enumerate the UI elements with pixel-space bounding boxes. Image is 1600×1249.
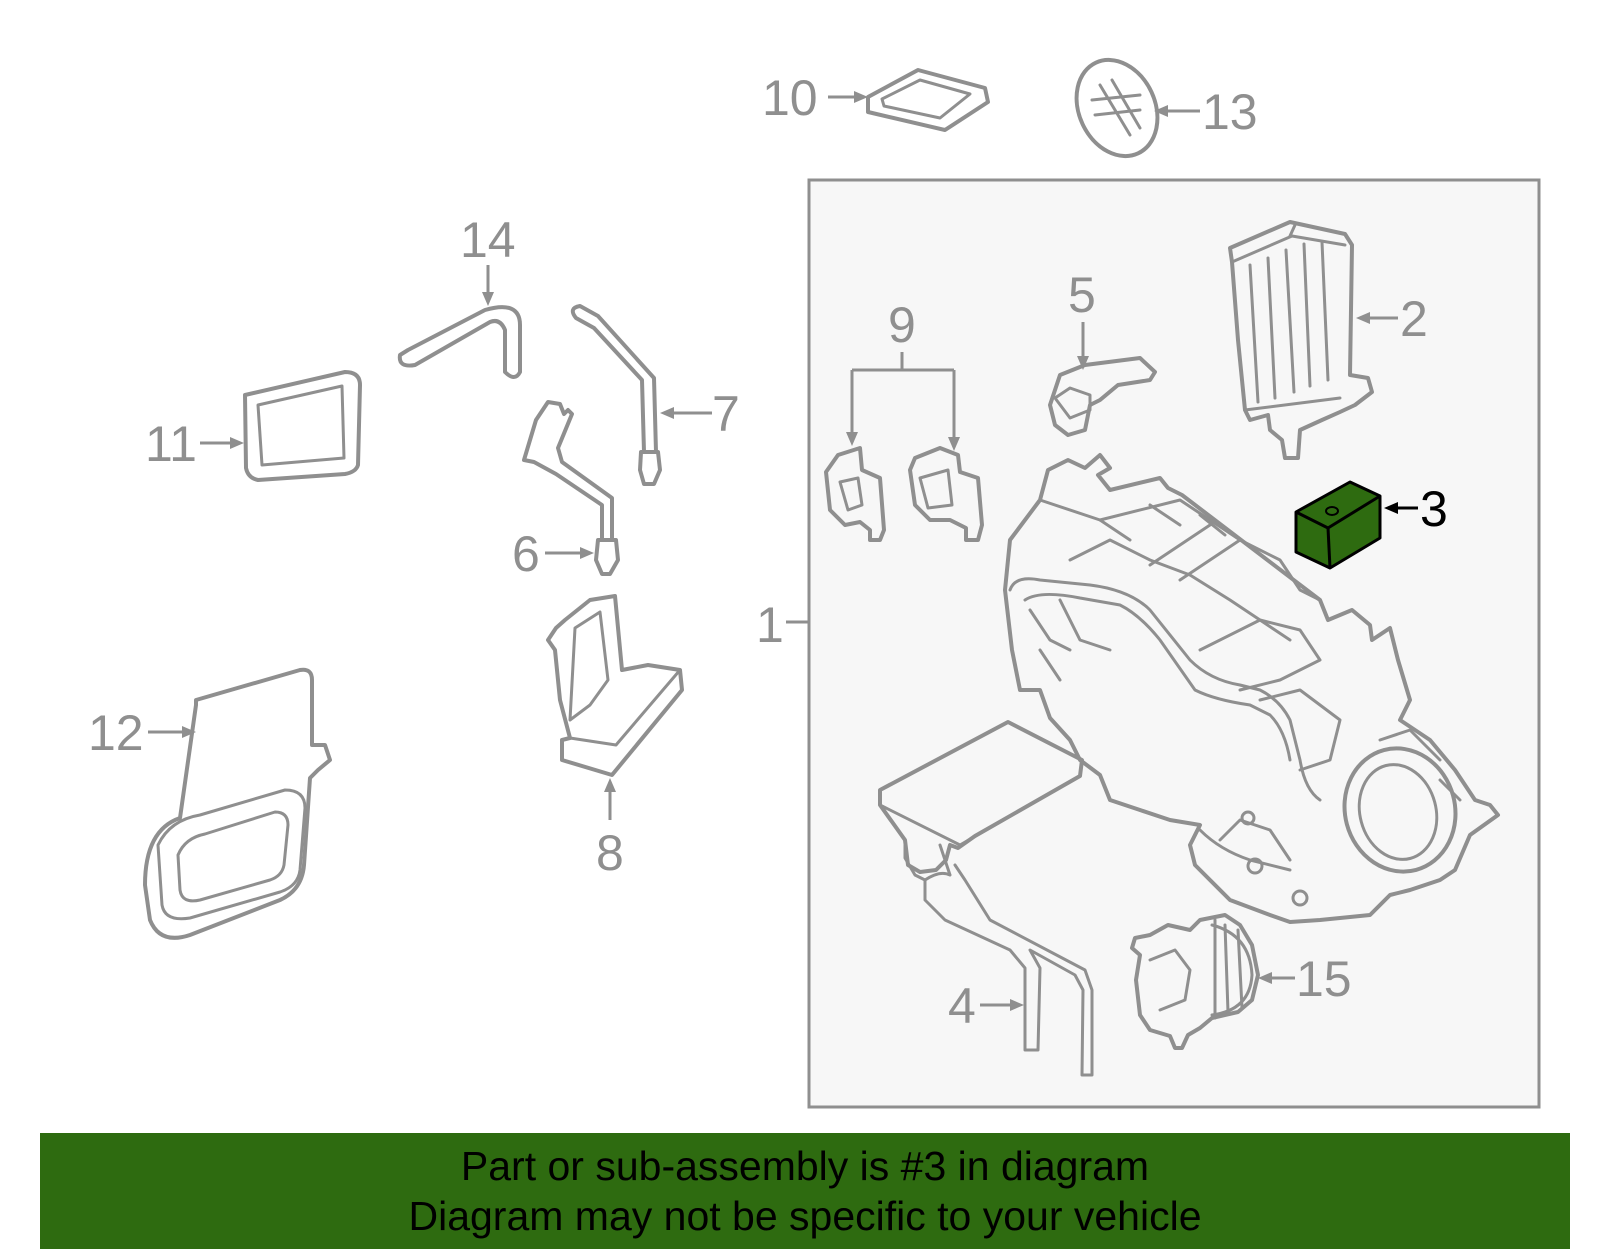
part-9-actuators[interactable] xyxy=(824,446,984,542)
callout-15: 15 xyxy=(1296,951,1352,1007)
part-14-hose[interactable] xyxy=(397,305,522,379)
assembly-box xyxy=(807,178,1541,1109)
part-4-heater-core[interactable] xyxy=(878,720,1094,1077)
info-banner: Part or sub-assembly is #3 in diagram Di… xyxy=(40,1133,1570,1249)
callout-1: 1 xyxy=(756,597,784,653)
part-7-tube[interactable] xyxy=(570,304,662,486)
callout-12: 12 xyxy=(88,705,144,761)
callout-6: 6 xyxy=(512,526,540,582)
callout-9: 9 xyxy=(888,297,916,353)
callout-2: 2 xyxy=(1400,291,1428,347)
part-8-duct[interactable] xyxy=(546,594,684,777)
banner-line-2: Diagram may not be specific to your vehi… xyxy=(408,1193,1202,1239)
part-15-blower[interactable] xyxy=(1130,913,1260,1050)
part-5-module[interactable] xyxy=(1048,356,1157,437)
banner-line-1: Part or sub-assembly is #3 in diagram xyxy=(460,1143,1150,1189)
part-10-gasket[interactable] xyxy=(866,68,990,132)
callout-leaders xyxy=(148,91,1418,1011)
callout-13: 13 xyxy=(1202,84,1258,140)
callout-11: 11 xyxy=(145,416,197,472)
callout-5: 5 xyxy=(1068,267,1096,323)
callout-7: 7 xyxy=(712,386,740,442)
part-11-filter[interactable] xyxy=(243,370,362,482)
hvac-housing xyxy=(1003,453,1500,924)
part-2-evaporator[interactable] xyxy=(1228,220,1374,460)
callout-4: 4 xyxy=(948,978,976,1034)
part-13-seal[interactable] xyxy=(1061,47,1172,170)
part-3-highlighted[interactable] xyxy=(1294,480,1382,570)
callout-8: 8 xyxy=(596,825,624,881)
callout-10: 10 xyxy=(762,70,818,126)
part-12-duct[interactable] xyxy=(143,667,332,940)
callout-14: 14 xyxy=(460,212,516,268)
callout-3: 3 xyxy=(1420,481,1448,537)
part-6-sensor[interactable] xyxy=(522,400,620,576)
